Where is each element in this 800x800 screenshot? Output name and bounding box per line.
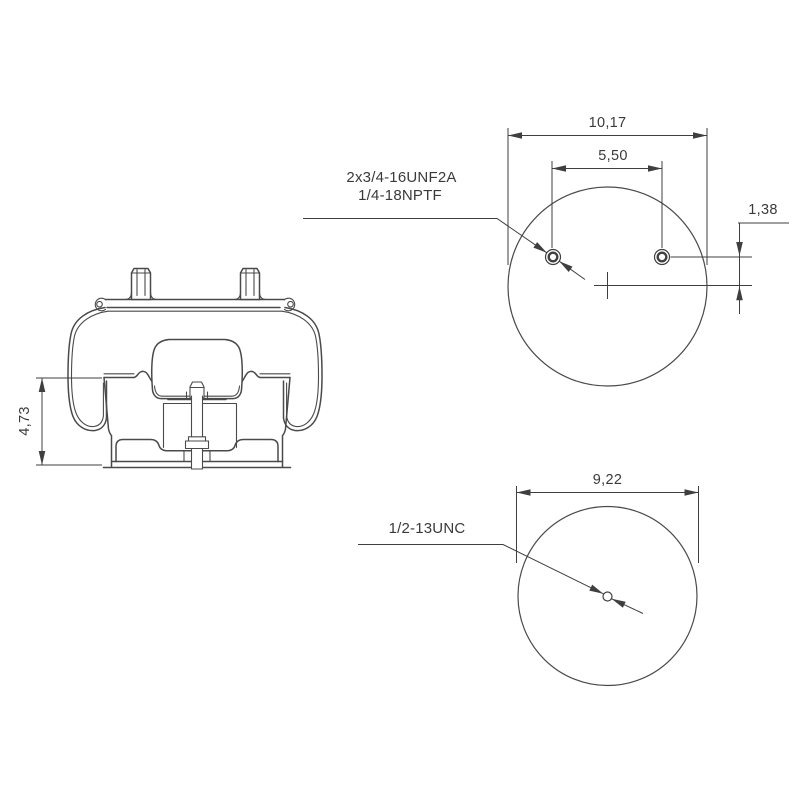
bellows-outline [67, 306, 323, 432]
port-offset-dimension: 1,38 [736, 202, 789, 314]
air-port-right [653, 248, 671, 266]
mounting-stud-right [233, 267, 267, 301]
top-view: 10,17 5,50 1,38 2x3/4-16UNF2A 1/4-18NPTF [303, 115, 789, 387]
stud-thread-callout: 1/2-13UNC [358, 520, 644, 614]
port-spacing-dimension: 5,50 [551, 148, 663, 248]
port-thread-callout: 2x3/4-16UNF2A 1/4-18NPTF [303, 169, 586, 280]
plate-curl-right [283, 297, 296, 312]
bottom-diameter-dim-text: 9,22 [593, 472, 622, 488]
bottom-diameter-dimension: 9,22 [516, 472, 699, 563]
bolt-nut [184, 436, 210, 450]
side-height-dimension: 4,73 [17, 377, 102, 466]
bead-plate [94, 297, 296, 312]
mounting-stud-left [124, 267, 158, 301]
leader-line [358, 544, 604, 595]
port-offset-dim-text: 1,38 [748, 202, 777, 218]
side-height-dim-text: 4,73 [17, 406, 33, 435]
top-diameter-dim-text: 10,17 [589, 115, 627, 131]
air-port-left [544, 248, 562, 266]
stud-hole [602, 591, 613, 602]
port-spacing-dim-text: 5,50 [598, 148, 627, 164]
leader-line [303, 218, 548, 254]
top-diameter-dimension: 10,17 [507, 115, 708, 265]
bolt-head [189, 381, 205, 399]
bumper [151, 338, 243, 400]
piston-base-circle [517, 505, 698, 687]
bolt-shaft [190, 395, 204, 470]
stud-thread-label: 1/2-13UNC [389, 520, 466, 537]
mounting-bolt [184, 381, 210, 470]
side-view: 4,73 [17, 267, 323, 470]
top-plate-circle [507, 186, 708, 387]
bottom-view: 9,22 1/2-13UNC [358, 472, 699, 687]
plate-curl-left [94, 297, 107, 312]
port-thread-label-line1: 2x3/4-16UNF2A [346, 169, 456, 186]
port-thread-label-line2: 1/4-18NPTF [358, 187, 442, 204]
